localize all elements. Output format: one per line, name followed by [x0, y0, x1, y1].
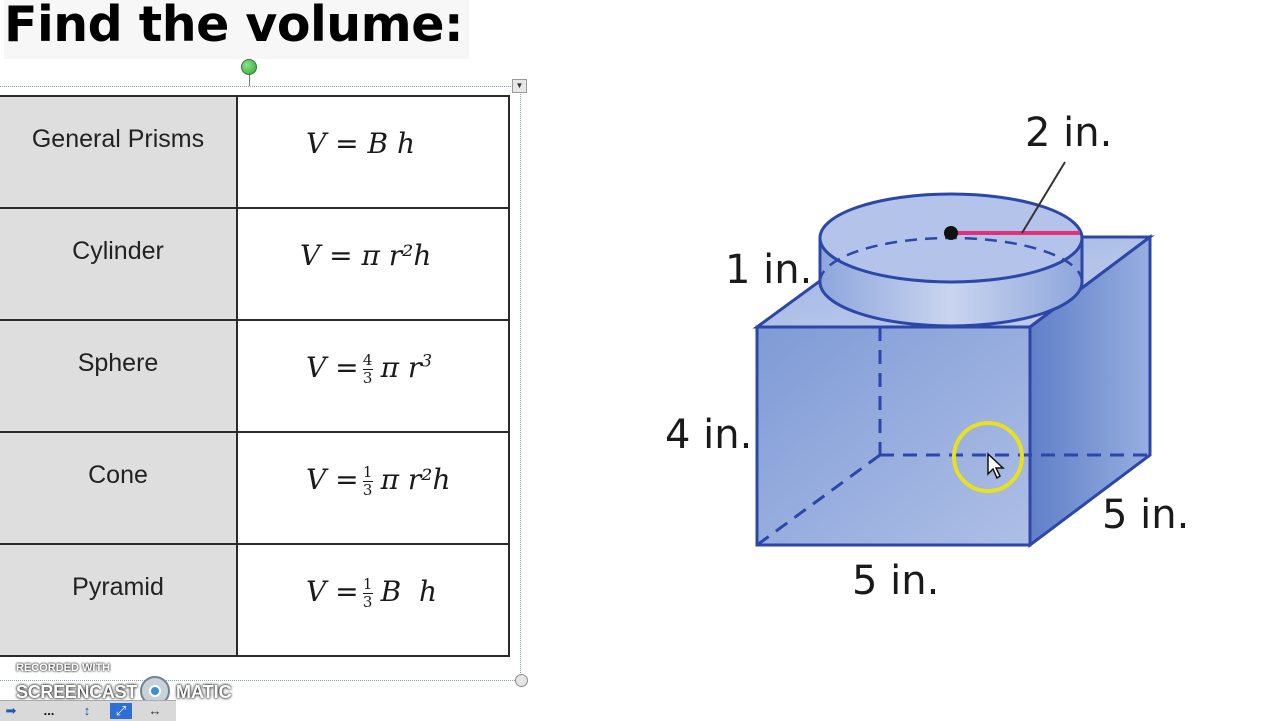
hidden-edges — [756, 327, 1150, 547]
formula-lhs: V = — [306, 351, 359, 384]
center-point — [944, 226, 958, 240]
table-row: Cylinder V = π r²h — [0, 207, 510, 321]
fit-icon[interactable]: ⤢ — [110, 703, 132, 719]
formula: V = B h — [306, 127, 415, 160]
shape-name-cell[interactable]: Cone — [0, 431, 238, 545]
prism-height-label: 4 in. — [665, 412, 752, 458]
formula-lhs: V = — [306, 575, 359, 608]
prism-front-face — [755, 325, 1032, 547]
cylinder-height-label: 1 in. — [725, 247, 812, 293]
mouse-pointer-icon — [987, 452, 1005, 480]
brand-text-right: MATIC — [176, 682, 232, 702]
shape-name: Pyramid — [72, 573, 164, 601]
cursor-highlight-ring — [952, 421, 1024, 493]
brand-text-left: SCREENCAST — [16, 682, 138, 702]
fraction-denominator: 3 — [362, 481, 373, 499]
formula-cell[interactable]: V = B h — [236, 95, 510, 209]
fraction-numerator: 1 — [362, 575, 373, 593]
page-title: Find the volume: — [4, 0, 470, 59]
shape-name: General Prisms — [31, 125, 205, 153]
radius-label: 2 in. — [1025, 110, 1112, 156]
fraction-denominator: 3 — [362, 369, 373, 387]
swap-icon[interactable]: ↔ — [148, 703, 162, 718]
formula-table[interactable]: General Prisms V = B h Cylinder V = π r²… — [0, 95, 510, 657]
radius-leader-line — [1021, 161, 1066, 234]
shape-name-cell[interactable]: General Prisms — [0, 95, 238, 209]
resize-icon[interactable]: ↕ — [83, 703, 91, 718]
formula-rhs: π r²h — [380, 463, 451, 496]
formula-rhs: π r — [380, 351, 422, 384]
fraction-numerator: 1 — [362, 463, 373, 481]
table-row: General Prisms V = B h — [0, 95, 510, 209]
formula-cell[interactable]: V = π r²h — [236, 207, 510, 321]
formula-lhs: V = — [306, 463, 359, 496]
table-options-dropdown[interactable]: ▼ — [512, 79, 527, 93]
rotate-handle-stem — [249, 74, 250, 86]
more-icon[interactable]: ... — [43, 703, 55, 718]
formula-rhs: B h — [380, 575, 438, 608]
shape-name-cell[interactable]: Cylinder — [0, 207, 238, 321]
resize-handle[interactable] — [515, 674, 528, 687]
fraction-numerator: 4 — [362, 351, 373, 369]
prism-depth-label: 5 in. — [1102, 492, 1189, 538]
formula-exponent: 3 — [421, 351, 433, 372]
formula: V = π r²h — [300, 239, 432, 272]
shape-name-cell[interactable]: Sphere — [0, 319, 238, 433]
fraction-denominator: 3 — [362, 593, 373, 611]
prism-side-face — [1028, 234, 1152, 548]
recorded-with-text: RECORDED WITH — [16, 662, 111, 674]
shape-name: Sphere — [77, 349, 159, 377]
arrow-icon[interactable]: ➡ — [5, 703, 17, 718]
cylinder — [818, 192, 1084, 328]
shape-name: Cylinder — [72, 237, 164, 265]
recorder-toolbar: ➡ ... ↕ ⤢ ↔ — [0, 700, 176, 721]
prism-width-label: 5 in. — [852, 558, 939, 604]
rotate-handle[interactable] — [241, 59, 257, 75]
shape-name: Cone — [88, 461, 148, 489]
shape-name-cell[interactable]: Pyramid — [0, 543, 238, 657]
selection-box[interactable] — [0, 86, 521, 681]
